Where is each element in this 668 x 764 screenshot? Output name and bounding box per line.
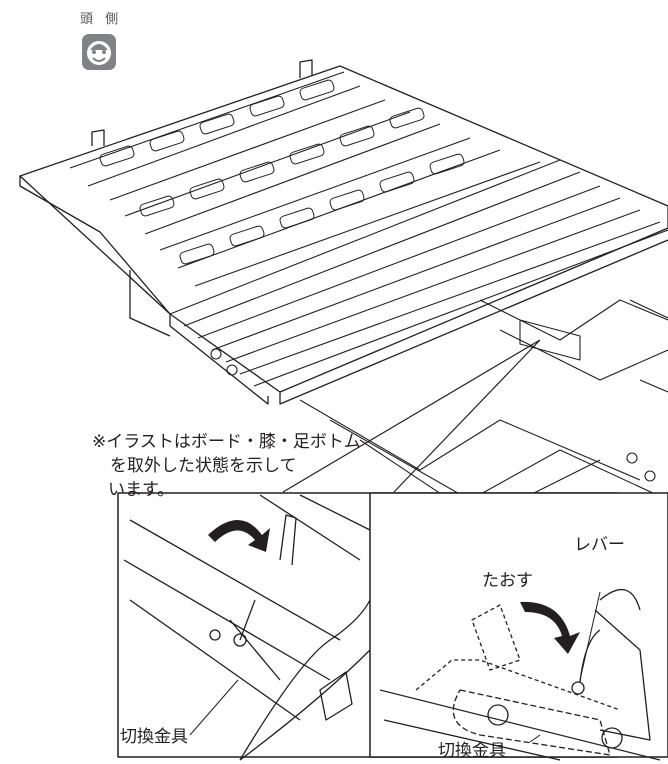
slat-strips (169, 159, 668, 387)
switch-fitting-label-left: 切換金具 (120, 727, 188, 747)
head-side-label: 頭 側 (80, 12, 123, 27)
illustration-note: ※イラストはボード・膝・足ボトム を取外した状態を示して います。 (92, 430, 361, 502)
tilt-label: たおす (482, 571, 533, 591)
curved-arrow-icon (208, 520, 580, 654)
right-detail (379, 588, 661, 761)
switch-fitting-label-right: 切換金具 (438, 741, 506, 761)
lever-label: レバー (574, 535, 625, 555)
note-line-2: を取外した状態を示して (110, 456, 297, 476)
detail-panel-right (369, 492, 668, 758)
smiley-face-icon (82, 34, 116, 70)
callout-wedge (282, 339, 541, 493)
note-line-3: います。 (108, 480, 175, 500)
left-detail (123, 494, 371, 761)
note-line-1: ※イラストはボード・膝・足ボトム (92, 432, 361, 452)
slot-rects (99, 79, 465, 265)
